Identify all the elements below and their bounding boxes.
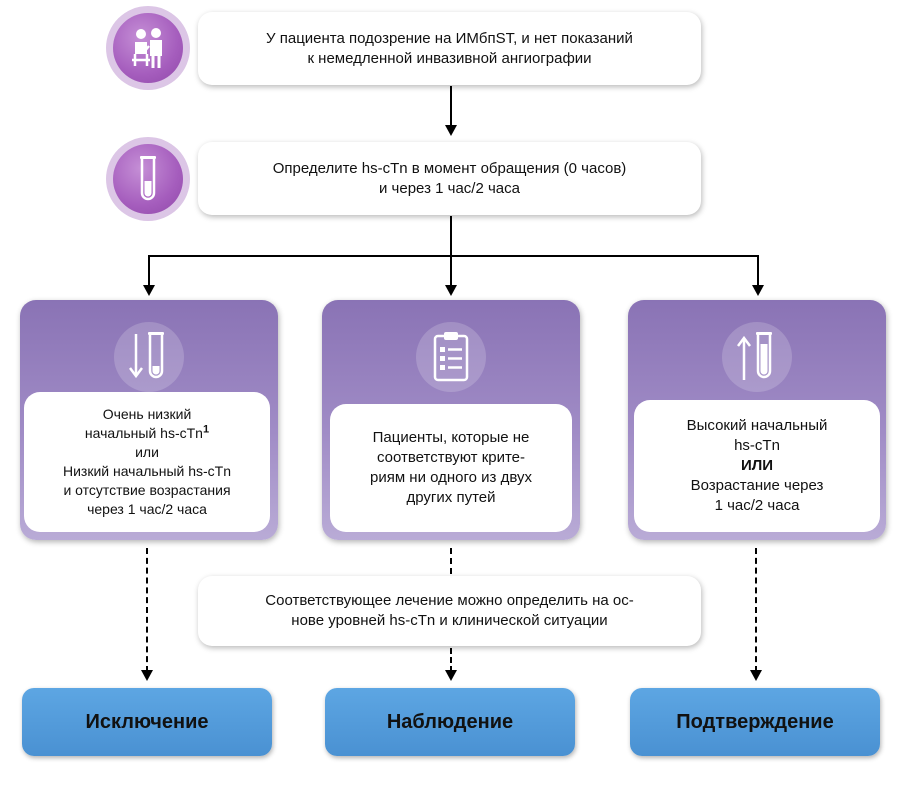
dashed-left-arrow [141,670,153,681]
path-left-l2-row: начальный hs-cTn1 [85,424,209,443]
dashed-middle-top [450,548,452,574]
path-left-or: или [135,444,159,460]
path-left-l3: Низкий начальный hs-cTn [62,463,232,479]
outcome-observe: Наблюдение [325,688,575,756]
path-right-icon-circle [722,322,792,392]
footnote-1: 1 [202,423,210,436]
dashed-middle-bottom [450,648,452,672]
test-tube-down-arrow-icon [129,332,164,379]
management-note: Соответствующее лечение можно определить… [198,576,701,646]
path-right-l3: Возрастание через [690,477,824,494]
path-right-or: ИЛИ [740,457,774,474]
step1-card: У пациента подозрение на ИМбпST, и нет п… [198,12,701,85]
path-right-l1: Высокий начальный [686,417,828,434]
branch-horizontal [148,255,758,257]
dashed-left [146,548,148,672]
step2-line1: Определите hs-cTn в момент обращения (0 … [272,159,627,177]
path-left-l4: и отсутствие возрастания [63,482,231,498]
branch-left [148,255,150,287]
path-left-l1: Очень низкий [102,406,192,422]
path-right-card: Высокий начальный hs-cTn ИЛИ Возрастание… [634,400,880,532]
branch-left-arrow [143,285,155,296]
path-middle-card: Пациенты, которые не соответствуют крите… [330,404,572,532]
path-left-l2: начальный hs-cTn [84,425,203,441]
clipboard-checklist-icon [433,332,469,382]
test-tube-icon-circle [106,137,190,221]
path-middle-l1: Пациенты, которые не [372,429,530,446]
patient-doctor-icon [132,28,162,68]
step1-line1: У пациента подозрение на ИМбпST, и нет п… [266,29,633,47]
path-left-icon-circle [114,322,184,392]
path-observe: Пациенты, которые не соответствуют крите… [322,300,580,540]
path-right-l4: 1 час/2 часа [714,497,800,514]
connector-1-arrow [445,125,457,136]
step2-card: Определите hs-cTn в момент обращения (0 … [198,142,701,215]
dashed-middle-arrow [445,670,457,681]
patient-icon-circle [106,6,190,90]
note-line2: нове уровней hs-cTn и клинической ситуац… [291,612,608,629]
dashed-right [755,548,757,672]
branch-right [757,255,759,287]
path-left-card: Очень низкий начальный hs-cTn1 или Низки… [24,392,270,532]
outcome-rule-in: Подтверждение [630,688,880,756]
test-tube-up-arrow-icon [737,332,772,380]
branch-middle-arrow [445,285,457,296]
step2-line2: и через 1 час/2 часа [379,179,520,197]
path-middle-l3: риям ни одного из двух [369,469,532,486]
outcome-rule-out: Исключение [22,688,272,756]
note-line1: Соответствующее лечение можно определить… [265,592,634,609]
path-middle-l4: других путей [406,489,496,506]
path-left-l5: через 1 час/2 часа [87,501,207,517]
test-tube-icon [140,156,156,201]
branch-right-arrow [752,285,764,296]
path-rule-in: Высокий начальный hs-cTn ИЛИ Возрастание… [628,300,886,540]
path-middle-l2: соответствуют крите- [376,449,526,466]
path-rule-out: Очень низкий начальный hs-cTn1 или Низки… [20,300,278,540]
path-right-l2: hs-cTn [734,437,780,454]
branch-vertical [450,216,452,286]
step1-line2: к немедленной инвазивной ангиографии [307,49,592,67]
path-middle-icon-circle [416,322,486,392]
connector-1 [450,86,452,128]
dashed-right-arrow [750,670,762,681]
